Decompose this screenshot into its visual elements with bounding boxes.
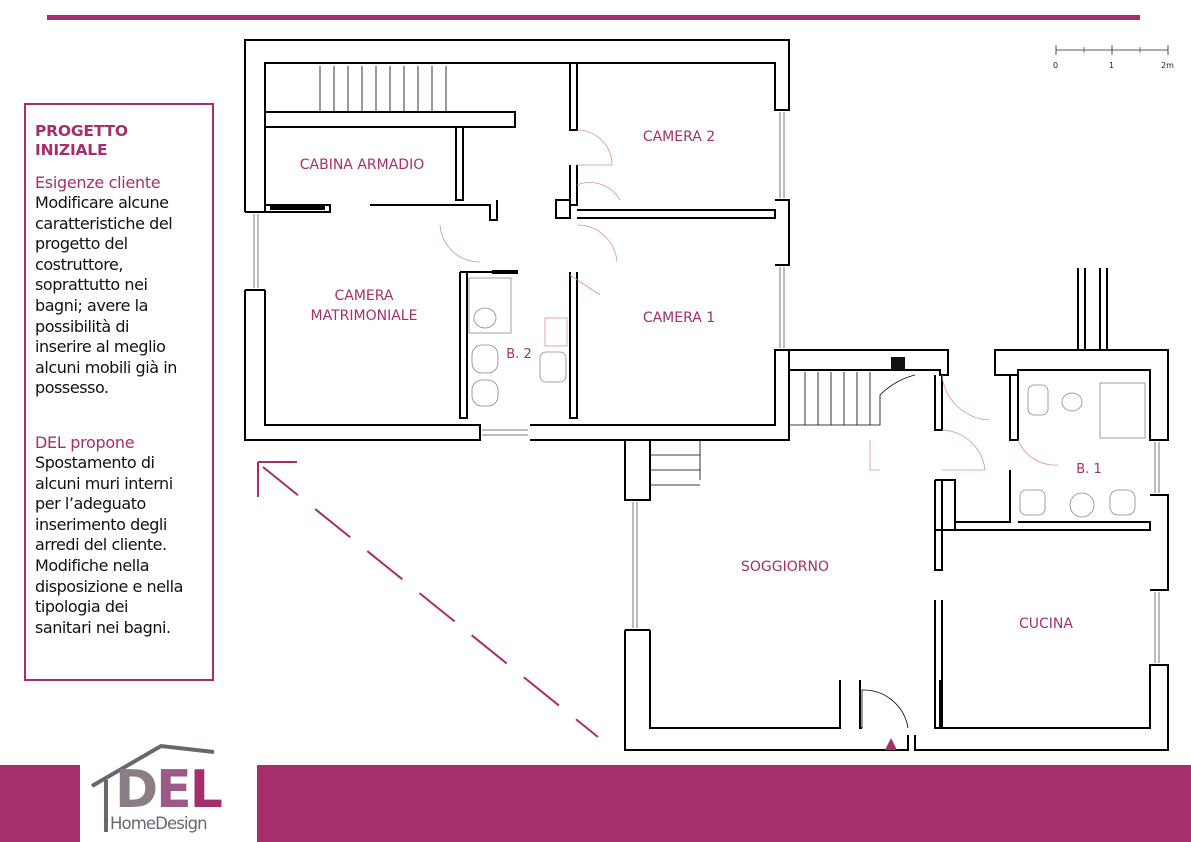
logo-subtitle: HomeDesign xyxy=(110,814,208,833)
panel-title: PROGETTO INIZIALE xyxy=(35,122,212,160)
north-arrow-icon xyxy=(257,461,599,738)
logo-sub-home: Home xyxy=(110,814,156,833)
del-homedesign-logo: DEL HomeDesign xyxy=(86,740,251,840)
upper-windows xyxy=(253,112,785,436)
info-panel: PROGETTO INIZIALE Esigenze cliente Modif… xyxy=(24,103,214,681)
client-needs-text: Modificare alcune caratteristiche del pr… xyxy=(35,193,177,398)
room-label-cabina-armadio: CABINA ARMADIO xyxy=(300,157,424,173)
room-label-camera-matrimoniale-2: MATRIMONIALE xyxy=(311,308,418,324)
room-label-camera-2: CAMERA 2 xyxy=(643,129,715,145)
lower-door-swings xyxy=(861,374,1059,729)
lower-interior-walls xyxy=(934,375,1151,729)
top-rule xyxy=(47,15,1140,20)
room-label-cucina: CUCINA xyxy=(1019,616,1073,632)
logo-letter-l: L xyxy=(189,760,223,820)
door-swings xyxy=(439,129,621,296)
lower-windows xyxy=(632,442,1160,663)
house-roof-icon xyxy=(90,743,215,832)
proposal-heading: DEL propone xyxy=(35,432,135,452)
logo-letter-d: D xyxy=(115,760,158,820)
client-needs-heading: Esigenze cliente xyxy=(35,173,161,192)
panel-title-line2: INIZIALE xyxy=(35,141,108,159)
upper-block-walls xyxy=(244,39,790,441)
scale-label-2: 2m xyxy=(1161,61,1174,70)
scale-label-0: 0 xyxy=(1053,61,1058,70)
upper-interior-walls xyxy=(265,63,776,419)
bathroom-1-fixtures xyxy=(1019,382,1146,518)
room-label-soggiorno: SOGGIORNO xyxy=(741,559,829,575)
footer-band-left xyxy=(0,765,80,842)
bathroom-2-fixtures xyxy=(468,277,568,407)
entrance-marker-icon xyxy=(885,738,897,750)
panel-title-line1: PROGETTO xyxy=(35,122,128,140)
room-label-camera-1: CAMERA 1 xyxy=(643,310,715,326)
scale-bar: 0 1 2m xyxy=(1053,45,1174,70)
lower-block-walls xyxy=(624,268,1169,751)
room-label-bagno-1: B. 1 xyxy=(1076,462,1101,477)
lower-stairs xyxy=(650,372,916,486)
scale-label-1: 1 xyxy=(1109,61,1114,70)
room-label-camera-matrimoniale-1: CAMERA xyxy=(334,288,393,304)
room-label-bagno-2: B. 2 xyxy=(506,347,531,362)
logo-letter-e: E xyxy=(156,760,192,820)
chimney-block xyxy=(891,357,905,370)
footer-band-right xyxy=(257,765,1191,842)
logo-sub-design: Design xyxy=(155,814,207,833)
proposal-text: Spostamento di alcuni muri interni per l… xyxy=(35,452,183,637)
logo-wordmark: DEL xyxy=(115,764,223,816)
upper-stairs xyxy=(319,66,447,112)
